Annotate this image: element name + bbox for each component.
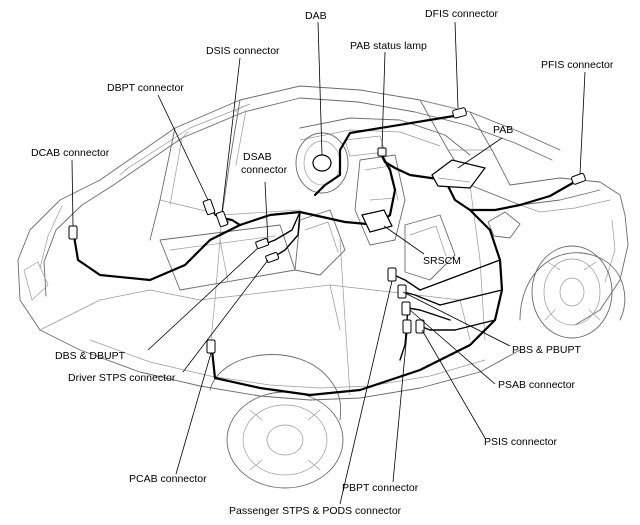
interior <box>159 117 471 341</box>
leader-lines <box>71 21 586 505</box>
pbpt-connector-label: PBPT connector <box>342 482 419 494</box>
dsis-connector-label: DSIS connector <box>206 45 280 57</box>
pbs-pbupt-label: PBS & PBUPT <box>512 344 581 356</box>
components <box>68 107 586 354</box>
dsab-connector-label-line2: connector <box>241 164 288 176</box>
psab-connector-label: PSAB connector <box>498 379 576 391</box>
car-body <box>17 85 629 489</box>
psis-connector-label: PSIS connector <box>484 436 557 448</box>
wiring-harness <box>72 113 580 397</box>
dcab-connector-label: DCAB connector <box>31 147 110 159</box>
dbs-dbupt-label: DBS & DBUPT <box>55 350 126 362</box>
dfis-connector-label: DFIS connector <box>425 8 498 20</box>
dsab-connector-label-line1: DSAB <box>243 151 272 163</box>
driver-stps-connector-label: Driver STPS connector <box>68 372 176 384</box>
pfis-connector-label: PFIS connector <box>541 59 614 71</box>
pcab-connector-label: PCAB connector <box>129 473 207 485</box>
pab-status-lamp-label: PAB status lamp <box>350 40 427 52</box>
passenger-stps-pods-connector-label: Passenger STPS & PODS connector <box>229 505 402 517</box>
dab-label: DAB <box>305 10 327 22</box>
pab-label: PAB <box>493 124 514 136</box>
srscm-label: SRSCM <box>423 255 461 267</box>
dbpt-connector-label: DBPT connector <box>107 82 184 94</box>
